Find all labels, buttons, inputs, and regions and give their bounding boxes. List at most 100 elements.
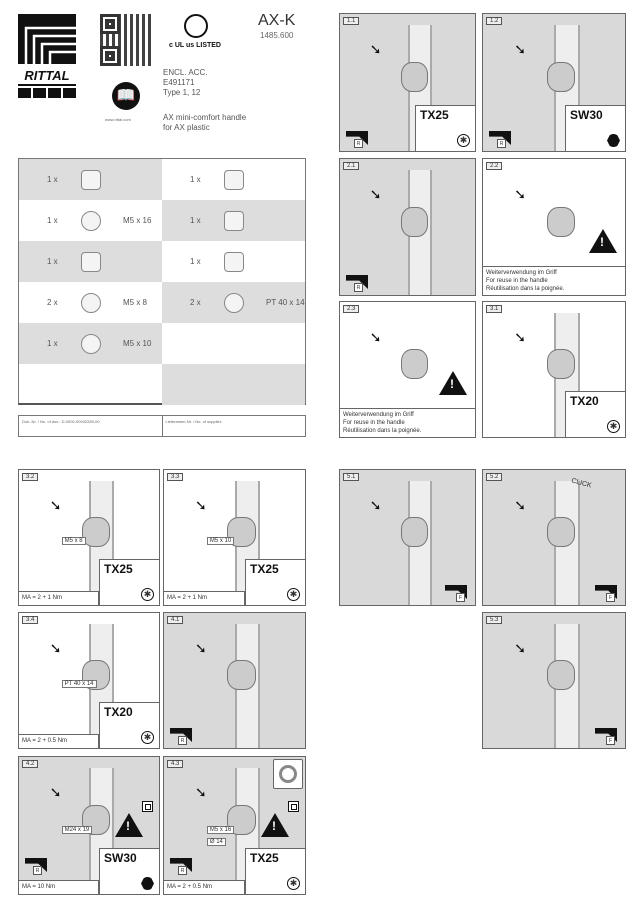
part-qty: 1 x: [190, 175, 201, 184]
part-item: 1 x: [19, 159, 162, 200]
handle-part-illustration: [400, 61, 428, 93]
handle-part-illustration: [546, 206, 576, 237]
part-spec: PT 40 x 14: [266, 298, 305, 307]
handle-part-illustration: [227, 660, 256, 690]
tool-name: TX20: [570, 394, 599, 408]
part-qty: 2 x: [190, 298, 201, 307]
ul-mark-text: c UL us LISTED: [169, 42, 221, 49]
part-icon: [224, 292, 244, 313]
document-info: Dok.-Nr. / No. of doc.: D-0000-00002289-…: [18, 415, 306, 437]
part-qty: 1 x: [190, 257, 201, 266]
desc-line: AX mini-comfort handle: [163, 113, 247, 122]
part-item: [19, 364, 162, 405]
part-item: 2 x PT 40 x 14: [162, 282, 305, 323]
part-icon: [81, 210, 101, 231]
handle-part-illustration: [546, 61, 576, 93]
handle-part-illustration: [82, 517, 110, 547]
direction-arrow-icon: ➘: [195, 497, 207, 513]
part-icon: [81, 292, 101, 313]
part-spec: M5 x 10: [123, 339, 152, 348]
doc-number: Dok.-Nr. / No. of doc.: D-0000-00002289-…: [22, 419, 100, 424]
part-qty: 1 x: [47, 257, 58, 266]
torque-spec: MA = 2 + 0.5 Nm: [164, 880, 245, 894]
direction-arrow-icon: ➘: [514, 640, 526, 656]
note-line: Weiterverwendung im Griff: [343, 412, 414, 418]
part-qty: 1 x: [47, 175, 58, 184]
part-icon: [81, 169, 101, 190]
hex-wrench-icon: [141, 877, 154, 890]
part-qty: 1 x: [47, 339, 58, 348]
view-side-label: R: [354, 283, 363, 292]
direction-arrow-icon: ➘: [369, 329, 382, 345]
part-spec: M5 x 16: [123, 216, 152, 225]
product-description: AX mini-comfort handle for AX plastic: [163, 113, 246, 133]
handle-part-illustration: [400, 206, 428, 237]
tool-box: TX25✱: [245, 559, 305, 605]
product-code: 1485.600: [260, 31, 294, 40]
handle-part-illustration: [546, 349, 576, 379]
svg-text:RITTAL: RITTAL: [24, 68, 69, 83]
part-qty: 1 x: [190, 216, 201, 225]
view-side-label: R: [497, 139, 506, 148]
step-number: 1.2: [486, 17, 503, 25]
step-number: 3.3: [167, 473, 184, 481]
handle-part-illustration: [546, 517, 576, 547]
step-number: 5.3: [486, 616, 503, 624]
part-icon: [224, 251, 244, 272]
direction-arrow-icon: ➘: [195, 784, 207, 801]
tool-name: TX25: [250, 562, 279, 576]
tool-box: SW30: [565, 105, 625, 151]
supplier-number: Lieferanten-Nr. / No. of supplier:: [161, 416, 306, 436]
view-side-label: R: [354, 139, 363, 148]
screw-dimension: PT 40 x 14: [61, 680, 97, 688]
step-number: 5.1: [343, 473, 360, 481]
sealing-ring-icon: [273, 759, 303, 789]
view-side-label: R: [33, 866, 42, 875]
view-side-label: R: [178, 736, 187, 745]
part-item: 1 x M5 x 10: [19, 323, 162, 364]
cert-line: ENCL. ACC.: [163, 68, 208, 77]
step-number: 3.4: [22, 616, 39, 624]
ul-listed-mark: c UL us LISTED: [160, 14, 230, 60]
step-number: 5.2: [486, 473, 503, 481]
part-icon: [81, 333, 101, 354]
tool-name: SW30: [104, 851, 137, 865]
hex-wrench-icon: [607, 134, 620, 147]
tool-box: TX25✱: [245, 848, 305, 894]
step-number: 2.1: [343, 162, 360, 170]
screw-dimension: M5 x 16: [206, 826, 235, 834]
step-number: 3.1: [486, 305, 503, 313]
step-number: 1.1: [343, 17, 360, 25]
direction-arrow-icon: ➘: [49, 497, 62, 513]
tool-name: TX25: [420, 108, 449, 122]
washer-dimension: Ø 14: [206, 838, 226, 846]
tool-box: SW30: [99, 848, 159, 894]
warning-icon: !: [115, 813, 143, 837]
part-item: 1 x: [162, 159, 305, 200]
direction-arrow-icon: ➘: [369, 186, 382, 203]
step-number: 4.3: [167, 760, 184, 768]
part-item: 1 x: [162, 200, 305, 241]
indoor-symbol-icon: [288, 801, 299, 812]
tool-name: TX25: [104, 562, 133, 576]
step-number: 2.2: [486, 162, 503, 170]
screw-dimension: M24 x 19: [61, 826, 93, 834]
note-line: For reuse in the handle: [486, 278, 548, 284]
screw-dimension: M5 x 10: [206, 537, 235, 545]
part-spec: M5 x 8: [123, 298, 148, 307]
note-line: Weiterverwendung im Griff: [486, 270, 557, 276]
tool-name: SW30: [570, 108, 603, 122]
tool-box: TX20✱: [99, 702, 159, 748]
direction-arrow-icon: ➘: [49, 784, 62, 801]
indoor-symbol-icon: [142, 801, 153, 812]
